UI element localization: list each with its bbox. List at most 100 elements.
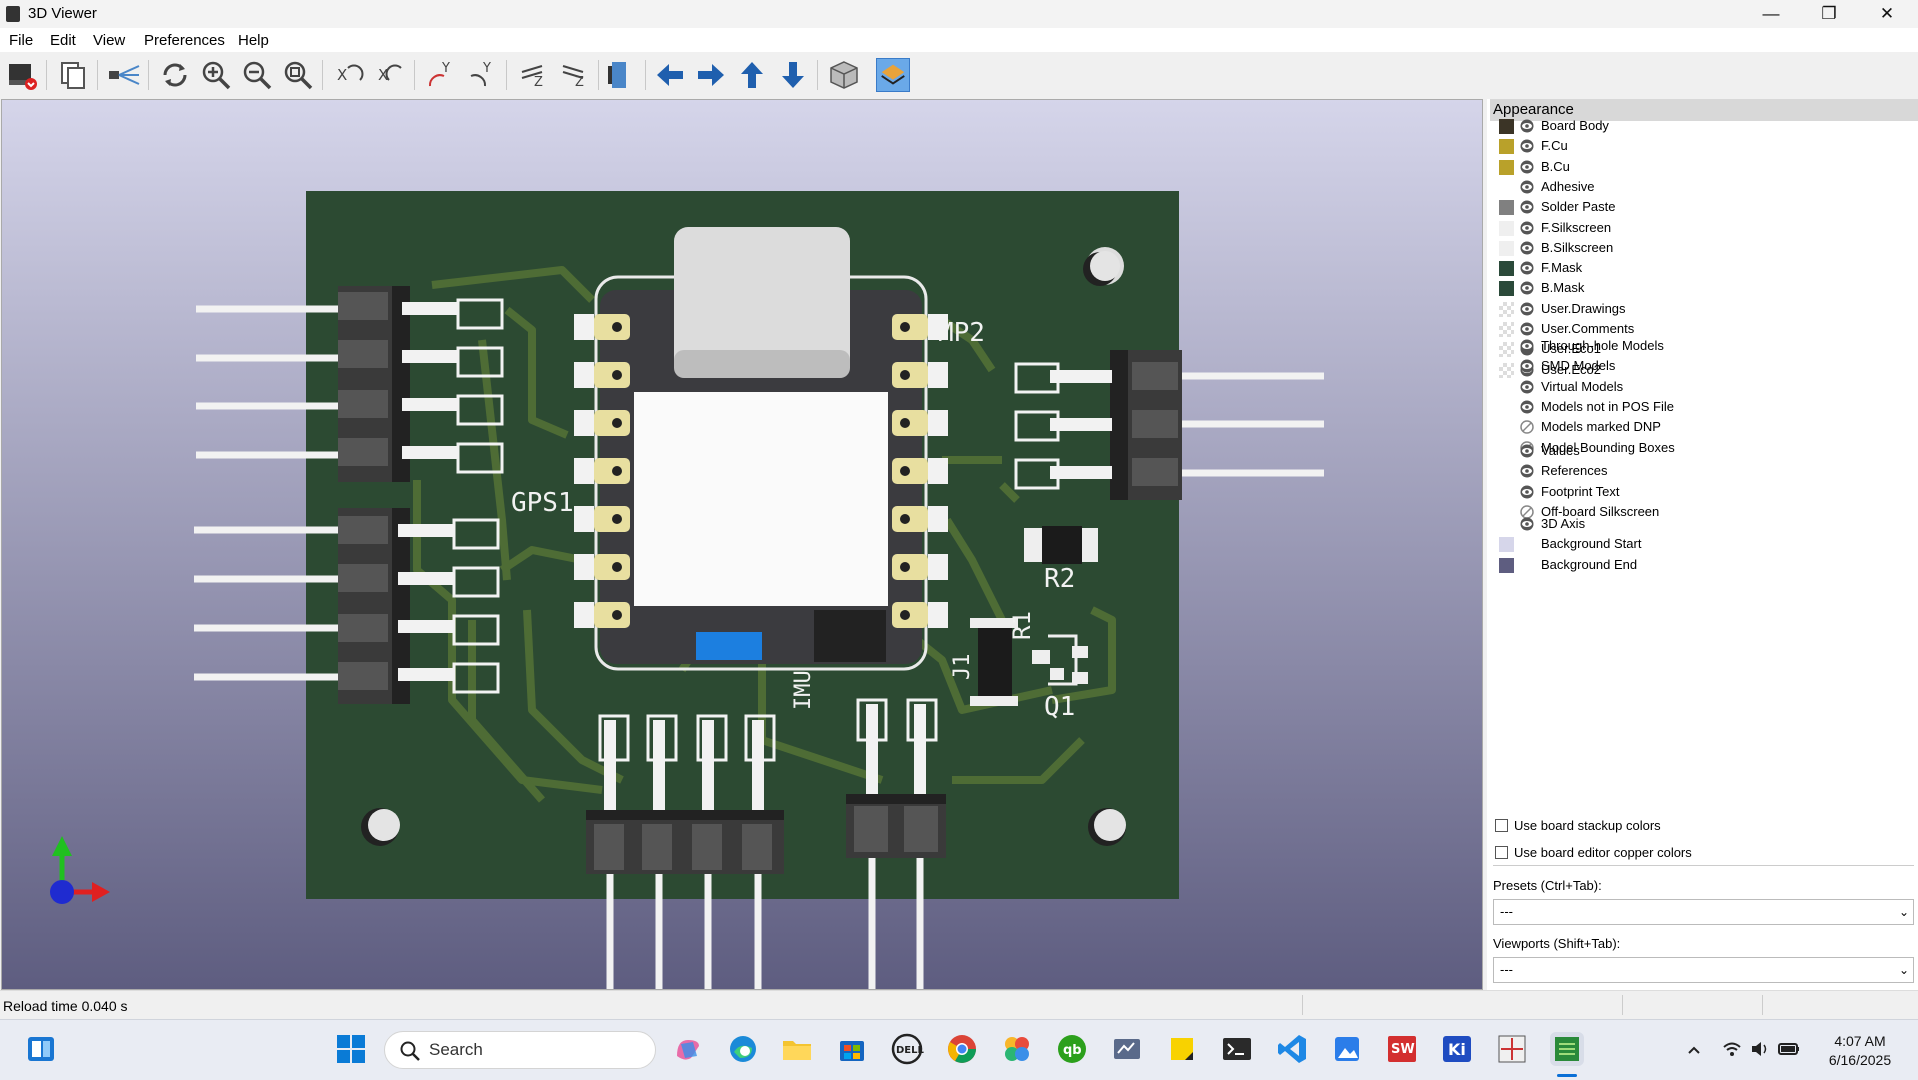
menu-edit[interactable]: Edit — [50, 32, 76, 49]
move-up-icon[interactable] — [735, 58, 769, 92]
wifi-icon[interactable] — [1722, 1040, 1742, 1058]
zoom-out-icon[interactable] — [240, 58, 274, 92]
widgets-icon[interactable] — [24, 1032, 58, 1066]
eye-icon[interactable] — [1520, 160, 1534, 174]
photos-icon[interactable] — [1000, 1032, 1034, 1066]
layer-label: Values — [1541, 443, 1580, 458]
eye-icon[interactable] — [1520, 119, 1534, 133]
rotate-y-cw-icon[interactable]: Y — [424, 58, 458, 92]
close-button[interactable]: ✕ — [1879, 4, 1895, 23]
color-swatch[interactable] — [1499, 139, 1514, 155]
terminal-icon[interactable] — [1220, 1032, 1254, 1066]
eye-icon[interactable] — [1520, 281, 1534, 295]
battery-icon[interactable] — [1777, 1040, 1801, 1058]
zoom-fit-icon[interactable] — [281, 58, 315, 92]
orthographic-icon[interactable] — [827, 58, 861, 92]
store-icon[interactable] — [835, 1032, 869, 1066]
eye-icon[interactable] — [1520, 322, 1534, 336]
color-swatch[interactable] — [1499, 362, 1514, 378]
eye-icon[interactable] — [1520, 380, 1534, 394]
vscode-icon[interactable] — [1275, 1032, 1309, 1066]
rotate-x-ccw-icon[interactable]: X — [373, 58, 407, 92]
chevron-down-icon: ⌄ — [1898, 905, 1909, 919]
eye-icon[interactable] — [1520, 359, 1534, 373]
color-swatch[interactable] — [1499, 261, 1514, 277]
menu-view[interactable]: View — [93, 32, 126, 49]
search-placeholder: Search — [429, 1040, 483, 1059]
menu-file[interactable]: File — [9, 32, 34, 49]
eye-icon[interactable] — [1520, 464, 1534, 478]
sticky-notes-icon[interactable] — [1165, 1032, 1199, 1066]
3d-viewport[interactable]: GPS1 MP2 R2 R1 J1 Q1 IMU — [1, 99, 1483, 990]
eye-icon[interactable] — [1520, 241, 1534, 255]
menu-preferences[interactable]: Preferences — [144, 32, 225, 49]
chevron-up-icon[interactable] — [1686, 1042, 1702, 1058]
solidworks-icon[interactable]: SW — [1385, 1032, 1419, 1066]
eye-icon[interactable] — [1520, 200, 1534, 214]
dell-icon[interactable]: DELL — [890, 1032, 924, 1066]
taskbar-search[interactable]: Search — [384, 1031, 656, 1069]
eye-icon[interactable] — [1520, 302, 1534, 316]
color-swatch[interactable] — [1499, 281, 1514, 297]
color-swatch[interactable] — [1499, 301, 1514, 317]
pcb-calculator-icon[interactable] — [1495, 1032, 1529, 1066]
eye-icon[interactable] — [1520, 444, 1534, 458]
move-down-icon[interactable] — [776, 58, 810, 92]
color-swatch[interactable] — [1499, 322, 1514, 337]
rotate-z-ccw-icon[interactable]: Z — [557, 58, 591, 92]
minimize-button[interactable]: — — [1762, 4, 1780, 23]
rotate-z-cw-icon[interactable]: Z — [516, 58, 550, 92]
reload-icon[interactable] — [158, 58, 192, 92]
color-swatch[interactable] — [1499, 200, 1514, 216]
eye-icon[interactable] — [1520, 400, 1534, 414]
menu-help[interactable]: Help — [238, 32, 269, 49]
zoom-in-icon[interactable] — [199, 58, 233, 92]
rotate-y-ccw-icon[interactable]: Y — [465, 58, 499, 92]
volume-icon[interactable] — [1750, 1040, 1770, 1058]
layers-manager-icon[interactable] — [876, 58, 910, 92]
maximize-button[interactable]: ❐ — [1821, 4, 1837, 23]
raytracing-icon[interactable] — [107, 58, 141, 92]
kicad-icon[interactable]: Ki — [1440, 1032, 1474, 1066]
color-swatch[interactable] — [1499, 240, 1514, 256]
layer-label: Models marked DNP — [1541, 419, 1661, 435]
clock[interactable]: 4:07 AM 6/16/2025 — [1810, 1032, 1910, 1070]
remote-desktop-icon[interactable] — [1110, 1032, 1144, 1066]
quickbooks-icon[interactable]: qb — [1055, 1032, 1089, 1066]
color-swatch[interactable] — [1499, 119, 1514, 134]
hidden-eye-icon[interactable] — [1520, 420, 1534, 434]
move-left-icon[interactable] — [653, 58, 687, 92]
eye-icon[interactable] — [1520, 261, 1534, 275]
viewports-select[interactable]: --- ⌄ — [1493, 957, 1914, 983]
eye-icon[interactable] — [1520, 339, 1534, 353]
export-image-icon[interactable] — [6, 58, 40, 92]
copilot-icon[interactable] — [671, 1032, 705, 1066]
flip-board-icon[interactable] — [604, 58, 638, 92]
layer-label: Background End — [1541, 556, 1638, 572]
edge-icon[interactable] — [726, 1032, 760, 1066]
eye-icon[interactable] — [1520, 221, 1534, 235]
layer-label: Model Bounding Boxes — [1541, 439, 1675, 455]
eye-icon[interactable] — [1520, 180, 1534, 194]
3d-viewer-taskbar-icon[interactable] — [1550, 1032, 1584, 1066]
color-swatch[interactable] — [1499, 220, 1514, 236]
layer-label: References — [1541, 463, 1608, 479]
eye-icon[interactable] — [1520, 485, 1534, 499]
layer-label: Background Start — [1541, 536, 1642, 552]
ref-label-mp2: MP2 — [938, 318, 985, 348]
color-swatch[interactable] — [1499, 537, 1514, 553]
image-viewer-icon[interactable] — [1330, 1032, 1364, 1066]
eye-icon[interactable] — [1520, 517, 1534, 531]
file-explorer-icon[interactable] — [780, 1032, 814, 1066]
start-icon[interactable] — [334, 1032, 368, 1066]
move-right-icon[interactable] — [694, 58, 728, 92]
color-swatch[interactable] — [1499, 557, 1514, 573]
eye-icon[interactable] — [1520, 139, 1534, 153]
chrome-icon[interactable] — [945, 1032, 979, 1066]
color-swatch[interactable] — [1499, 342, 1514, 358]
presets-select[interactable]: --- ⌄ — [1493, 899, 1914, 925]
color-swatch[interactable] — [1499, 159, 1514, 175]
copy-icon[interactable] — [56, 58, 90, 92]
rotate-x-cw-icon[interactable]: X — [332, 58, 366, 92]
